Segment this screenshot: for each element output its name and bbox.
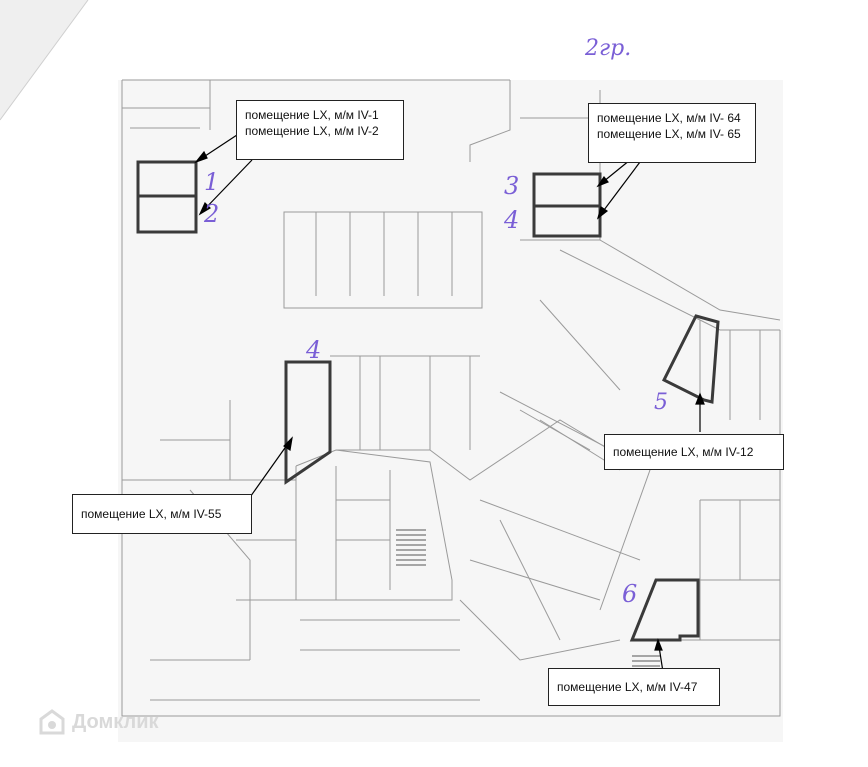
domclick-watermark: Домклик: [38, 708, 159, 736]
plan-area: [118, 80, 783, 742]
callout-line: помещение LX, м/м IV-12: [613, 445, 754, 459]
handwritten-mark: 2: [204, 200, 220, 228]
callout-iv-1-iv-2: помещение LX, м/м IV-1 помещение LX, м/м…: [236, 100, 404, 160]
space-iv-65: [532, 204, 602, 238]
highlighted-spaces: [136, 160, 720, 642]
domclick-logo-icon: [39, 709, 65, 735]
callout-iv-64-iv-65: помещение LX, м/м IV- 64 помещение LX, м…: [588, 103, 756, 163]
callout-line: помещение LX, м/м IV-55: [81, 507, 222, 521]
handwritten-mark: 4: [306, 336, 322, 364]
handwritten-mark: 5: [654, 390, 668, 415]
sheet-corner-edge: [0, 0, 89, 121]
callout-line: помещение LX, м/м IV-1: [245, 108, 379, 122]
handwritten-mark: 4: [504, 206, 520, 234]
callout-line: помещение LX, м/м IV- 64: [597, 111, 741, 125]
callout-line: помещение LX, м/м IV-47: [557, 680, 698, 694]
callout-iv-55: помещение LX, м/м IV-55: [72, 494, 252, 534]
handwritten-mark: 6: [622, 580, 638, 608]
watermark-text: Домклик: [72, 710, 159, 733]
handwritten-mark: 3: [504, 172, 520, 200]
callout-iv-47: помещение LX, м/м IV-47: [548, 668, 720, 706]
callout-line: помещение LX, м/м IV-2: [245, 124, 379, 138]
stair-hatching: [396, 529, 660, 667]
space-iv-12: [661, 314, 720, 404]
callout-arrows: [194, 132, 705, 673]
plan-linework: [121, 79, 781, 717]
space-iv-2: [136, 194, 198, 234]
handwritten-mark: 1: [204, 168, 220, 196]
space-iv-47: [629, 578, 700, 642]
callout-line: помещение LX, м/м IV- 65: [597, 127, 741, 141]
handwritten-page-note: 2гр.: [585, 36, 632, 61]
callout-iv-12: помещение LX, м/м IV-12: [604, 434, 784, 470]
space-iv-55: [284, 360, 332, 485]
